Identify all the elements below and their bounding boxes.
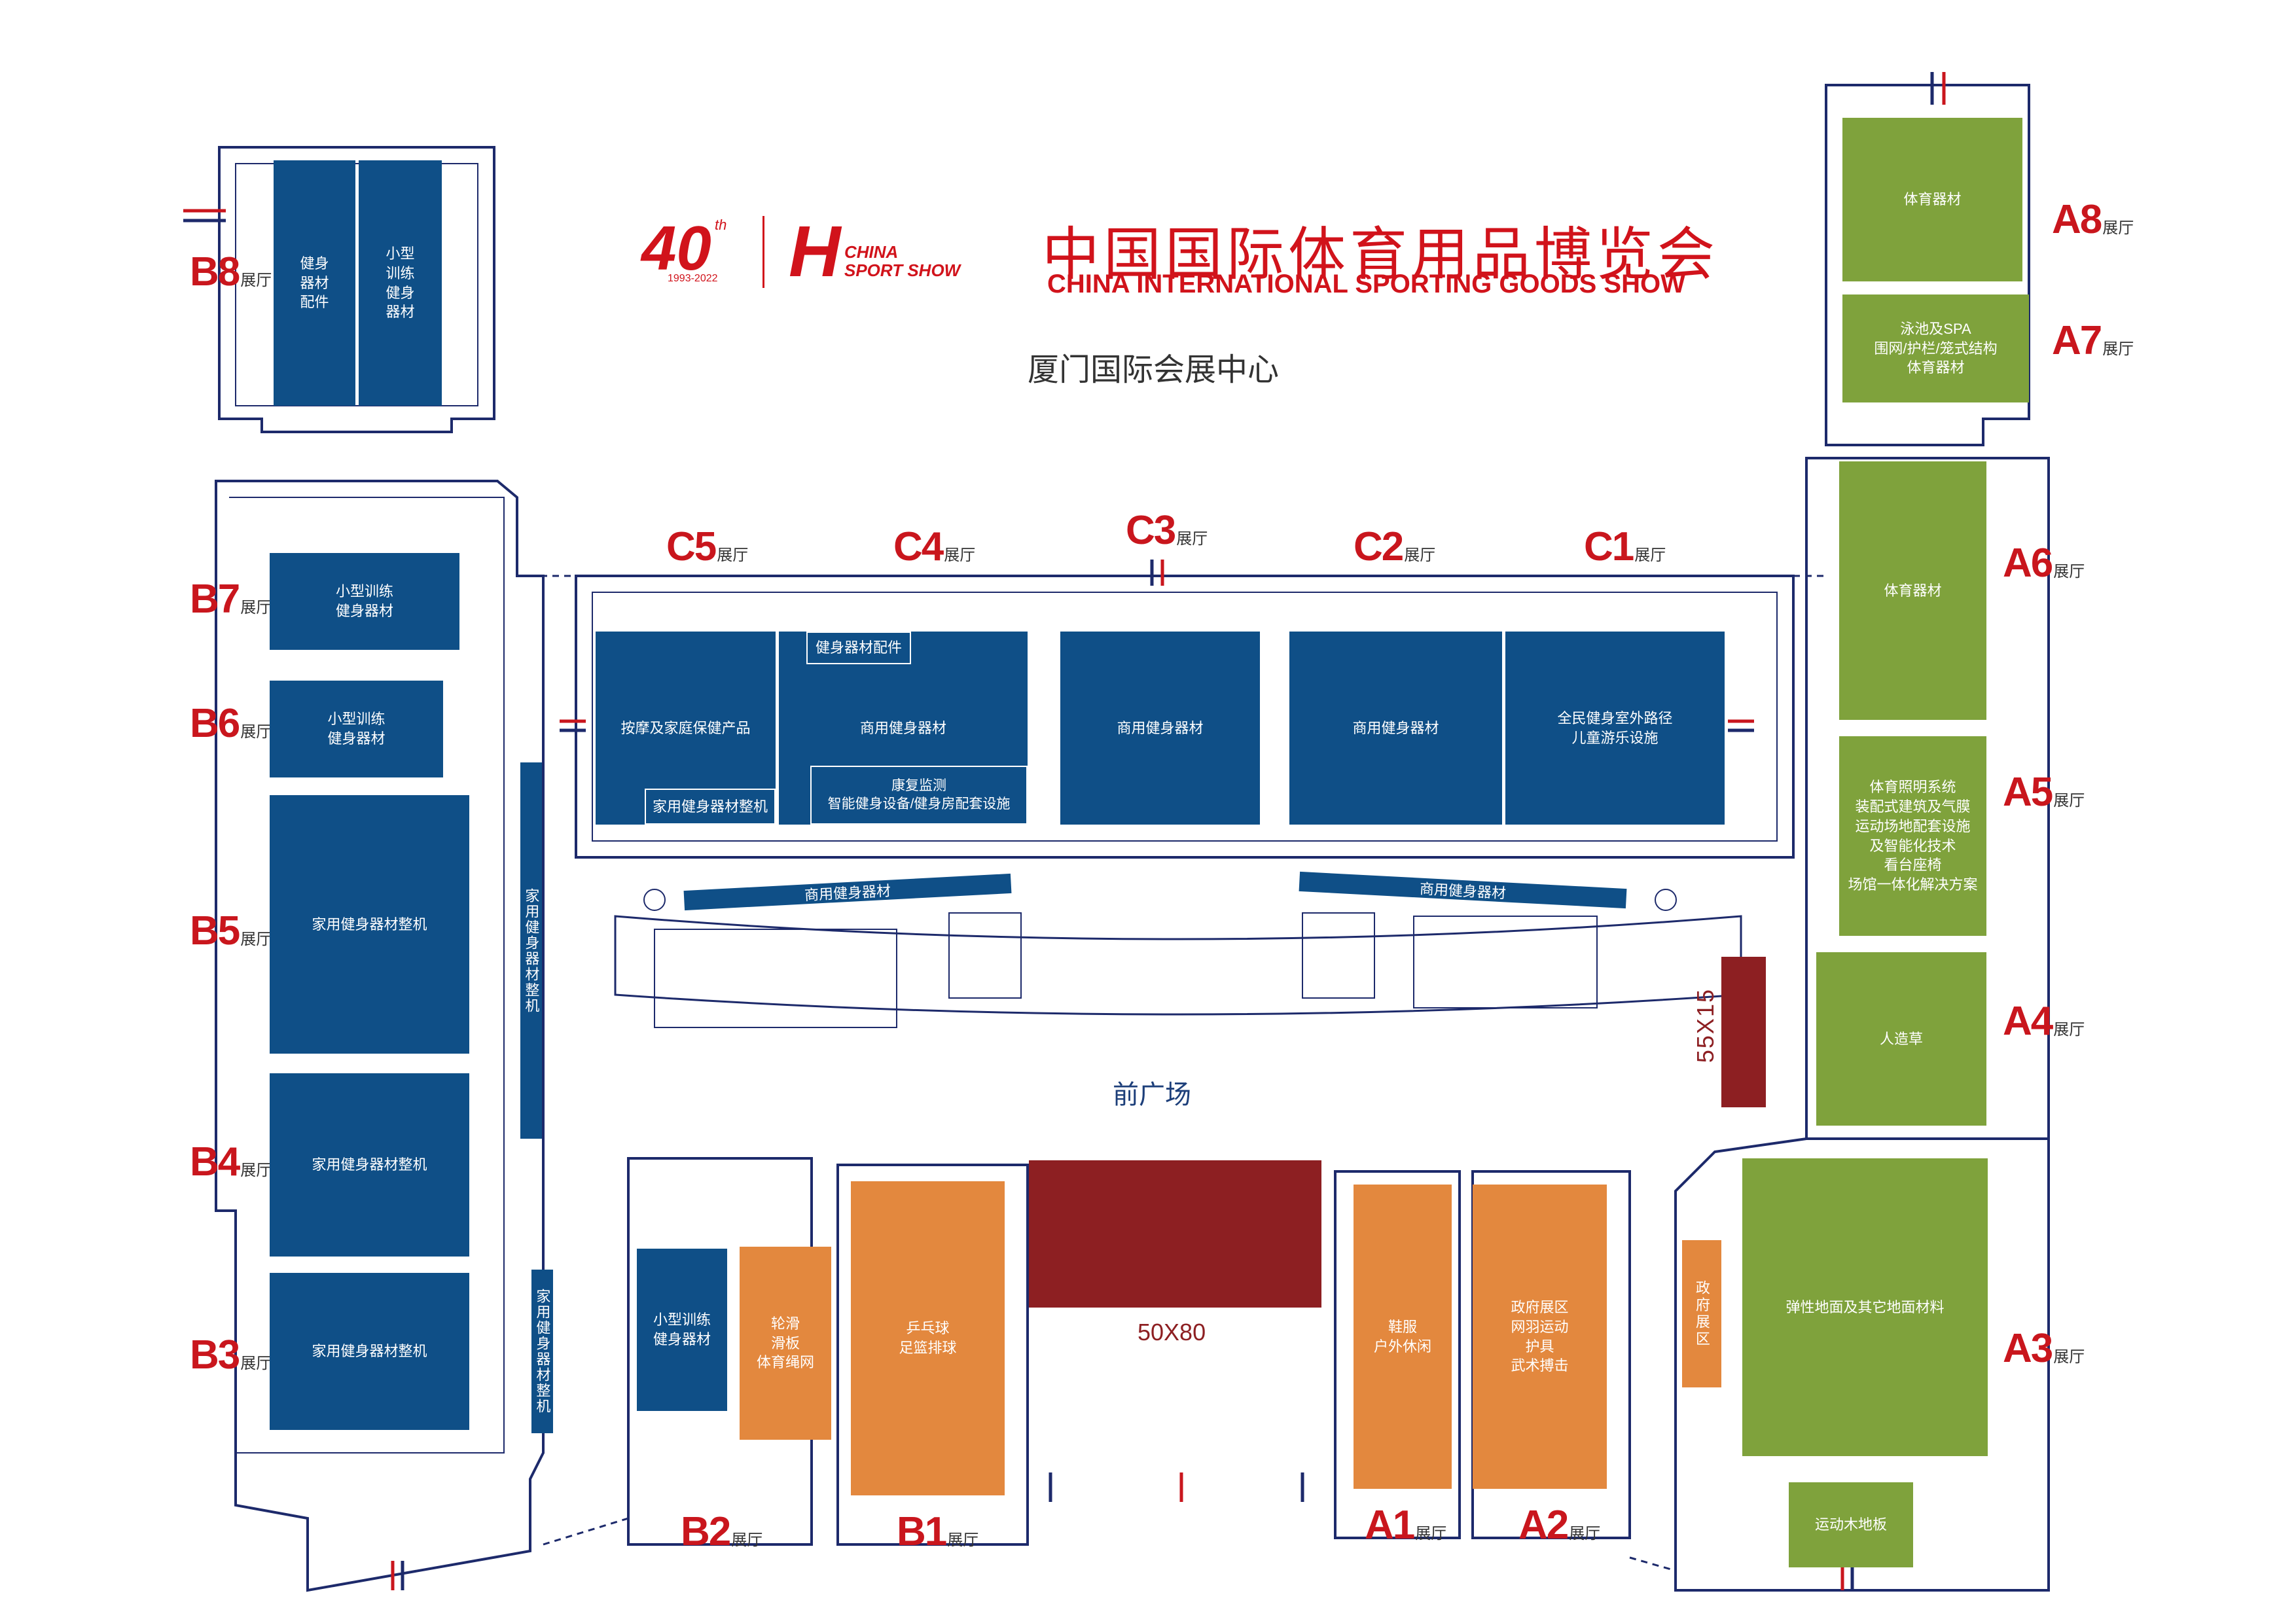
booth-b3[interactable]: 家用健身器材整机: [270, 1273, 469, 1430]
hall-label-a5[interactable]: A5展厅: [2003, 770, 2085, 815]
hall-label-b8[interactable]: B8展厅: [190, 249, 272, 294]
hall-label-a2[interactable]: A2展厅: [1518, 1503, 1601, 1548]
booth-b4[interactable]: 家用健身器材整机: [270, 1073, 469, 1257]
booth-a6[interactable]: 体育器材: [1839, 461, 1986, 720]
booth-a5[interactable]: 体育照明系统 装配式建筑及气膜 运动场地配套设施 及智能化技术 看台座椅 场馆一…: [1839, 736, 1986, 936]
booth-a-wood-floor[interactable]: 运动木地板: [1789, 1482, 1913, 1567]
hall-label-a3[interactable]: A3展厅: [2003, 1326, 2085, 1371]
hall-label-c1[interactable]: C1展厅: [1584, 524, 1666, 569]
dimension-side: 55X15: [1692, 988, 1719, 1063]
booth-a4[interactable]: 人造草: [1816, 952, 1986, 1126]
booth-c1[interactable]: 全民健身室外路径 儿童游乐设施: [1505, 632, 1725, 825]
hall-label-b5[interactable]: B5展厅: [190, 908, 272, 954]
booth-c5-sub[interactable]: 家用健身器材整机: [645, 789, 776, 825]
booth-c2[interactable]: 商用健身器材: [1289, 632, 1502, 825]
hall-label-b1[interactable]: B1展厅: [897, 1509, 979, 1554]
booth-a7[interactable]: 泳池及SPA 围网/护栏/笼式结构 体育器材: [1842, 294, 2029, 402]
hall-label-a8[interactable]: A8展厅: [2052, 197, 2134, 242]
booth-b8-left[interactable]: 健身 器材 配件: [274, 160, 355, 406]
hall-label-c5[interactable]: C5展厅: [666, 524, 749, 569]
venue-name: 厦门国际会展中心: [1028, 351, 1280, 388]
booth-c4-sub[interactable]: 康复监测 智能健身设备/健身房配套设施: [810, 766, 1028, 825]
logo-40-number: 40: [641, 213, 711, 283]
logo-years: 1993-2022: [668, 273, 718, 284]
booth-side-55x15[interactable]: [1721, 957, 1766, 1107]
booth-b7[interactable]: 小型训练 健身器材: [270, 553, 459, 650]
booth-a2[interactable]: 政府展区 网羽运动 护具 武术搏击: [1473, 1185, 1607, 1489]
booth-b8-right[interactable]: 小型 训练 健身 器材: [359, 160, 442, 406]
hall-label-c2[interactable]: C2展厅: [1354, 524, 1436, 569]
hall-label-c4[interactable]: C4展厅: [893, 524, 976, 569]
hall-label-a7[interactable]: A7展厅: [2052, 318, 2134, 363]
hall-label-c3[interactable]: C3展厅: [1126, 508, 1208, 553]
booth-b2-right[interactable]: 轮滑 滑板 体育绳网: [740, 1247, 831, 1440]
booth-a3[interactable]: 弹性地面及其它地面材料: [1742, 1158, 1988, 1456]
hall-label-b2[interactable]: B2展厅: [681, 1509, 763, 1554]
booth-b6[interactable]: 小型训练 健身器材: [270, 681, 443, 777]
booth-c4-top[interactable]: 健身器材配件: [806, 632, 911, 664]
page-title: 中国国际体育用品博览会: [1042, 221, 1719, 288]
hall-label-a4[interactable]: A4展厅: [2003, 999, 2085, 1044]
booth-a8[interactable]: 体育器材: [1842, 118, 2022, 281]
booth-b-corridor-2[interactable]: 家用健身器材整机: [531, 1270, 553, 1433]
hall-label-b7[interactable]: B7展厅: [190, 577, 272, 622]
booth-a1[interactable]: 鞋服 户外休闲: [1354, 1185, 1452, 1489]
booth-central-50x80[interactable]: [1029, 1160, 1321, 1308]
dimension-central: 50X80: [1138, 1319, 1206, 1346]
page-title-en: CHINA INTERNATIONAL SPORTING GOODS SHOW: [1047, 270, 1685, 298]
hall-label-a6[interactable]: A6展厅: [2003, 541, 2085, 586]
hall-label-b6[interactable]: B6展厅: [190, 701, 272, 746]
front-plaza-label: 前广场: [1113, 1080, 1191, 1110]
logo-brand-line2: SPORT SHOW: [844, 260, 961, 280]
hall-label-b3[interactable]: B3展厅: [190, 1332, 272, 1378]
booth-b2-left[interactable]: 小型训练 健身器材: [637, 1249, 727, 1411]
booth-b-corridor-1[interactable]: 家用健身器材整机: [520, 762, 542, 1139]
booth-gov[interactable]: 政府展区: [1682, 1240, 1721, 1387]
logo-mark: H: [789, 211, 841, 292]
logo-divider: [762, 216, 764, 288]
booth-c3[interactable]: 商用健身器材: [1060, 632, 1260, 825]
booth-b5[interactable]: 家用健身器材整机: [270, 795, 469, 1054]
logo-china-sport-show: H CHINA SPORT SHOW: [789, 216, 1011, 288]
logo-brand-line1: CHINA: [844, 242, 899, 262]
logo-40th: 40 th 1993-2022: [641, 213, 753, 285]
booth-b1[interactable]: 乒乓球 足篮排球: [851, 1181, 1005, 1495]
logo-40-th: th: [715, 217, 727, 233]
hall-label-a1[interactable]: A1展厅: [1365, 1503, 1447, 1548]
hall-label-b4[interactable]: B4展厅: [190, 1139, 272, 1185]
